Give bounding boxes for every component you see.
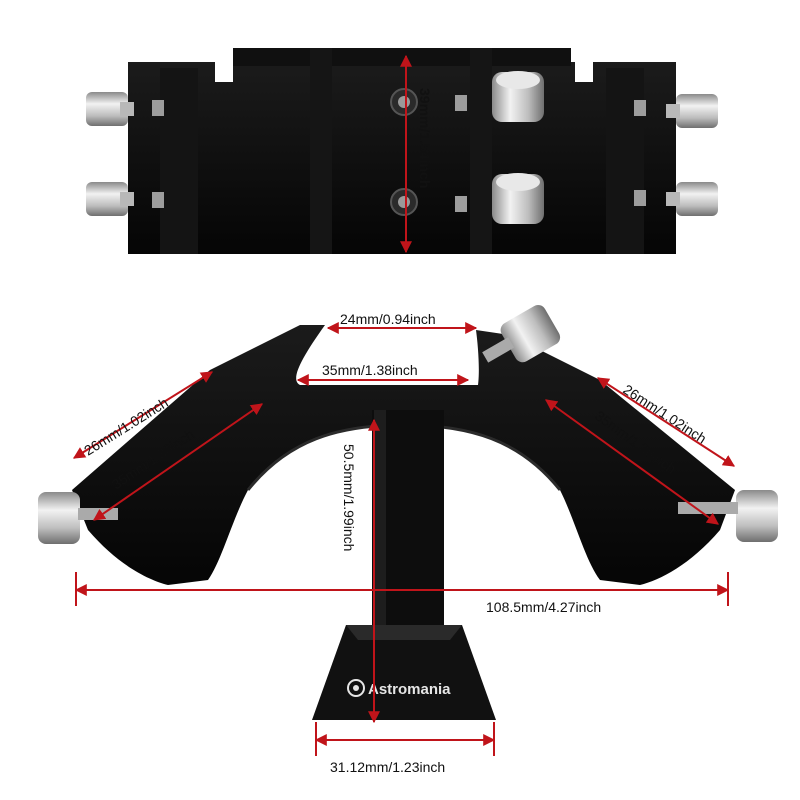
astromania-logo-icon <box>347 679 365 697</box>
dimension-label: 31.12mm/1.23inch <box>330 759 445 775</box>
thumb-screw-knobs-top <box>86 71 718 224</box>
knob-icon <box>492 71 544 122</box>
dimension-label: 39mm/1.54inch <box>417 88 433 188</box>
knob-icon <box>666 94 718 128</box>
bracket-arch <box>72 325 735 585</box>
dimension-lines <box>72 322 736 756</box>
top-view-bracket <box>128 48 676 254</box>
knob-icon <box>492 173 544 224</box>
dimension-label: 50.5mm/1.99inch <box>341 444 357 551</box>
dimension-label: 108.5mm/4.27inch <box>486 599 601 615</box>
brand-name: Astromania <box>368 681 451 698</box>
dimension-label: 24mm/0.94inch <box>340 311 436 327</box>
knob-icon <box>86 182 134 216</box>
knob-icon <box>666 182 718 216</box>
dimension-label: 35mm/1.38inch <box>322 362 418 378</box>
dimension-height-top: 39mm/1.54inch <box>400 54 433 254</box>
knob-icon <box>86 92 134 126</box>
knob-icon <box>482 305 561 363</box>
